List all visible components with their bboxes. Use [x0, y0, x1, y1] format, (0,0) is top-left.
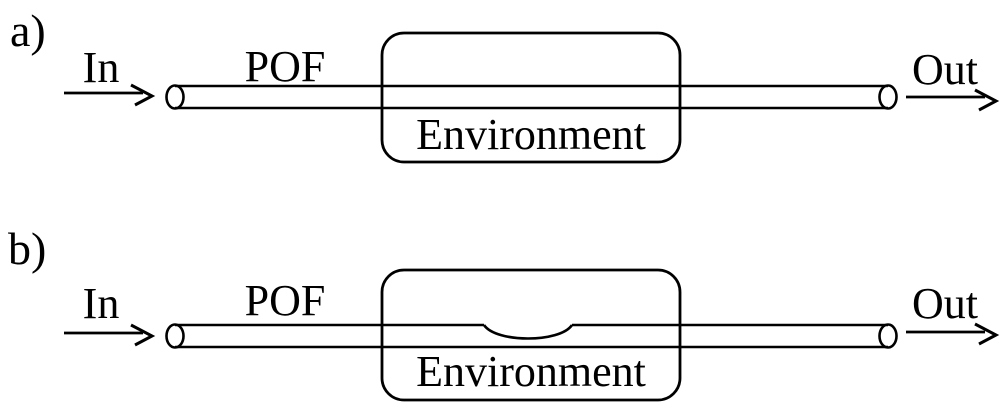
panel-b-in-label: In: [83, 279, 120, 328]
panel-a-in-label: In: [83, 43, 120, 92]
fiber-left-endcap: [165, 84, 185, 110]
ink-layer: a) In POF Environment Out En: [8, 5, 1000, 402]
panel-a: a) In POF Environment Out: [10, 5, 1000, 164]
panel-a-environment-label: Environment: [416, 110, 646, 159]
right-arrowhead-icon: [974, 322, 1000, 346]
panel-a-in-arrow: [64, 83, 156, 107]
panel-b-in-arrow: [64, 323, 156, 347]
panel-b-out-arrow: [906, 322, 1000, 346]
panel-b-environment-label: Environment: [416, 347, 646, 396]
panel-b-out-label: Out: [912, 279, 978, 328]
fiber-right-endcap: [878, 323, 898, 349]
right-arrowhead-icon: [130, 323, 156, 347]
panel-a-out-arrow: [906, 88, 1000, 112]
panel-b-label: b): [8, 223, 46, 274]
panel-a-out-label: Out: [912, 45, 978, 94]
fiber-groove-notch: [482, 324, 574, 340]
panel-b: Environment b) In POF Out: [8, 223, 1000, 402]
right-arrowhead-icon: [130, 83, 156, 107]
fiber-left-endcap: [165, 323, 185, 349]
right-arrowhead-icon: [974, 88, 1000, 112]
panel-a-label: a): [10, 5, 46, 56]
panel-a-fiber: [175, 84, 888, 110]
environment-box: [380, 31, 682, 164]
fiber-right-endcap: [878, 84, 898, 110]
environment-box: [380, 268, 682, 402]
panel-b-fiber: [165, 323, 898, 349]
panel-b-pof-label: POF: [245, 276, 326, 325]
panel-a-pof-label: POF: [245, 42, 326, 91]
